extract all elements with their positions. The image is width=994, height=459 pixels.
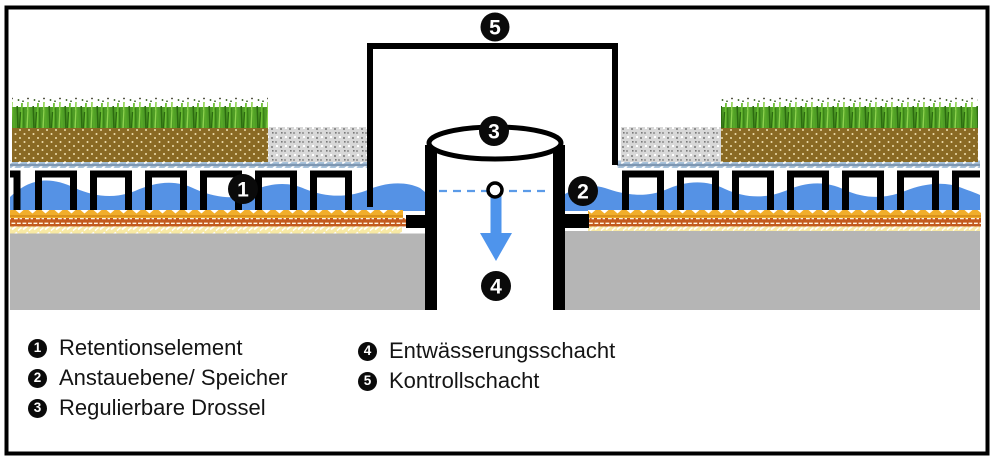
membrane-upstand-left [406,215,426,228]
water-storage-left [10,180,425,211]
legend-item-anstauebene: 2 Anstauebene/ Speicher [28,365,288,391]
grass-blades-right [721,96,978,128]
legend-item-drossel: 3 Regulierbare Drossel [28,395,266,421]
drainage-mat-right [588,218,981,227]
badge-1: 1 [228,174,258,204]
shaft-wall-right [553,145,565,310]
membrane-upstand-right [563,214,589,228]
filter-sheet-right [617,160,980,168]
svg-text:4: 4 [490,276,502,299]
protection-mat-right [588,210,981,218]
shaft-wall-left [425,145,437,310]
badge-4: 4 [481,271,511,301]
separation-layer-left [10,226,402,234]
filter-sheet-left [10,160,368,168]
legend-label-2: Anstauebene/ Speicher [59,365,288,390]
badge-5: 5 [480,12,510,42]
drain-flow-arrow [480,196,512,261]
legend-badge-1: 1 [28,338,47,358]
substrate-soil-right [721,127,978,162]
legend-item-entwaesserungsschacht: 4 Entwässerungsschacht [358,338,615,364]
protection-mat-left [10,210,403,218]
grass-blades-left [12,96,268,128]
substrate-soil-left [12,127,268,162]
svg-text:1: 1 [237,179,249,202]
legend-label-5: Kontrollschacht [389,368,540,393]
legend-label-1: Retentionselement [59,335,243,360]
roof-deck-left [10,233,425,310]
gravel-strip-left [268,127,368,162]
control-shaft-outline [367,43,618,207]
throttle-valve [486,181,504,199]
badge-3: 3 [479,116,509,146]
svg-text:2: 2 [577,181,589,204]
retention-element-combs-left [10,170,352,211]
gravel-strip-right [621,127,721,162]
figure-border [4,5,990,456]
drainage-mat-left [10,218,407,227]
legend-label-3: Regulierbare Drossel [59,395,266,420]
legend-badge-3: 3 [28,398,47,418]
legend-badge-5: 5 [358,371,377,391]
retention-element-combs-right [622,170,980,211]
svg-text:5: 5 [489,17,501,40]
badge-2: 2 [568,176,598,206]
legend-item-kontrollschacht: 5 Kontrollschacht [358,368,539,394]
legend-item-retentionselement: 1 Retentionselement [28,335,242,361]
legend-badge-4: 4 [358,341,377,361]
separation-layer-right [588,226,980,234]
roof-deck-right [565,231,980,310]
legend-label-4: Entwässerungsschacht [389,338,616,363]
legend-badge-2: 2 [28,368,47,388]
svg-text:3: 3 [488,121,500,144]
